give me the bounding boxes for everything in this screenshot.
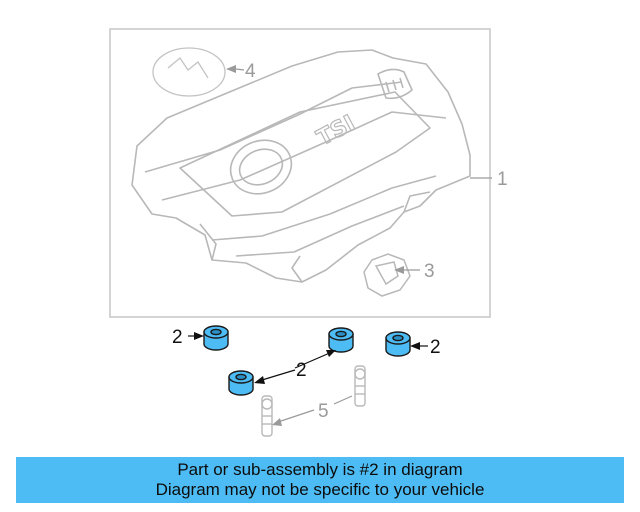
insulator-4 xyxy=(228,370,254,396)
insulator-part xyxy=(203,325,411,396)
callout-engine-cover: 1 xyxy=(497,169,508,190)
callout-insulator-right: 2 xyxy=(430,337,441,358)
insulator-1 xyxy=(203,325,229,351)
callout-bracket: 3 xyxy=(424,261,435,282)
callout-emblem: 4 xyxy=(245,61,256,82)
callout-ball-stud: 5 xyxy=(318,401,329,422)
engine-cover-part xyxy=(131,49,471,283)
insulator-2 xyxy=(328,327,354,353)
ball-stud-part xyxy=(261,365,366,437)
banner-line-part: Part or sub-assembly is #2 in diagram xyxy=(177,460,463,479)
callout-insulator-center: 2 xyxy=(296,360,307,381)
callout-insulator-left: 2 xyxy=(172,327,183,348)
banner-line-disclaimer: Diagram may not be specific to your vehi… xyxy=(155,480,485,499)
emblem-part xyxy=(152,47,226,97)
leader-lines xyxy=(188,65,492,426)
part-info-banner: Part or sub-assembly is #2 in diagram Di… xyxy=(16,457,624,503)
assembly-frame xyxy=(109,28,491,318)
bracket-part xyxy=(363,253,411,297)
insulator-3 xyxy=(385,331,411,357)
